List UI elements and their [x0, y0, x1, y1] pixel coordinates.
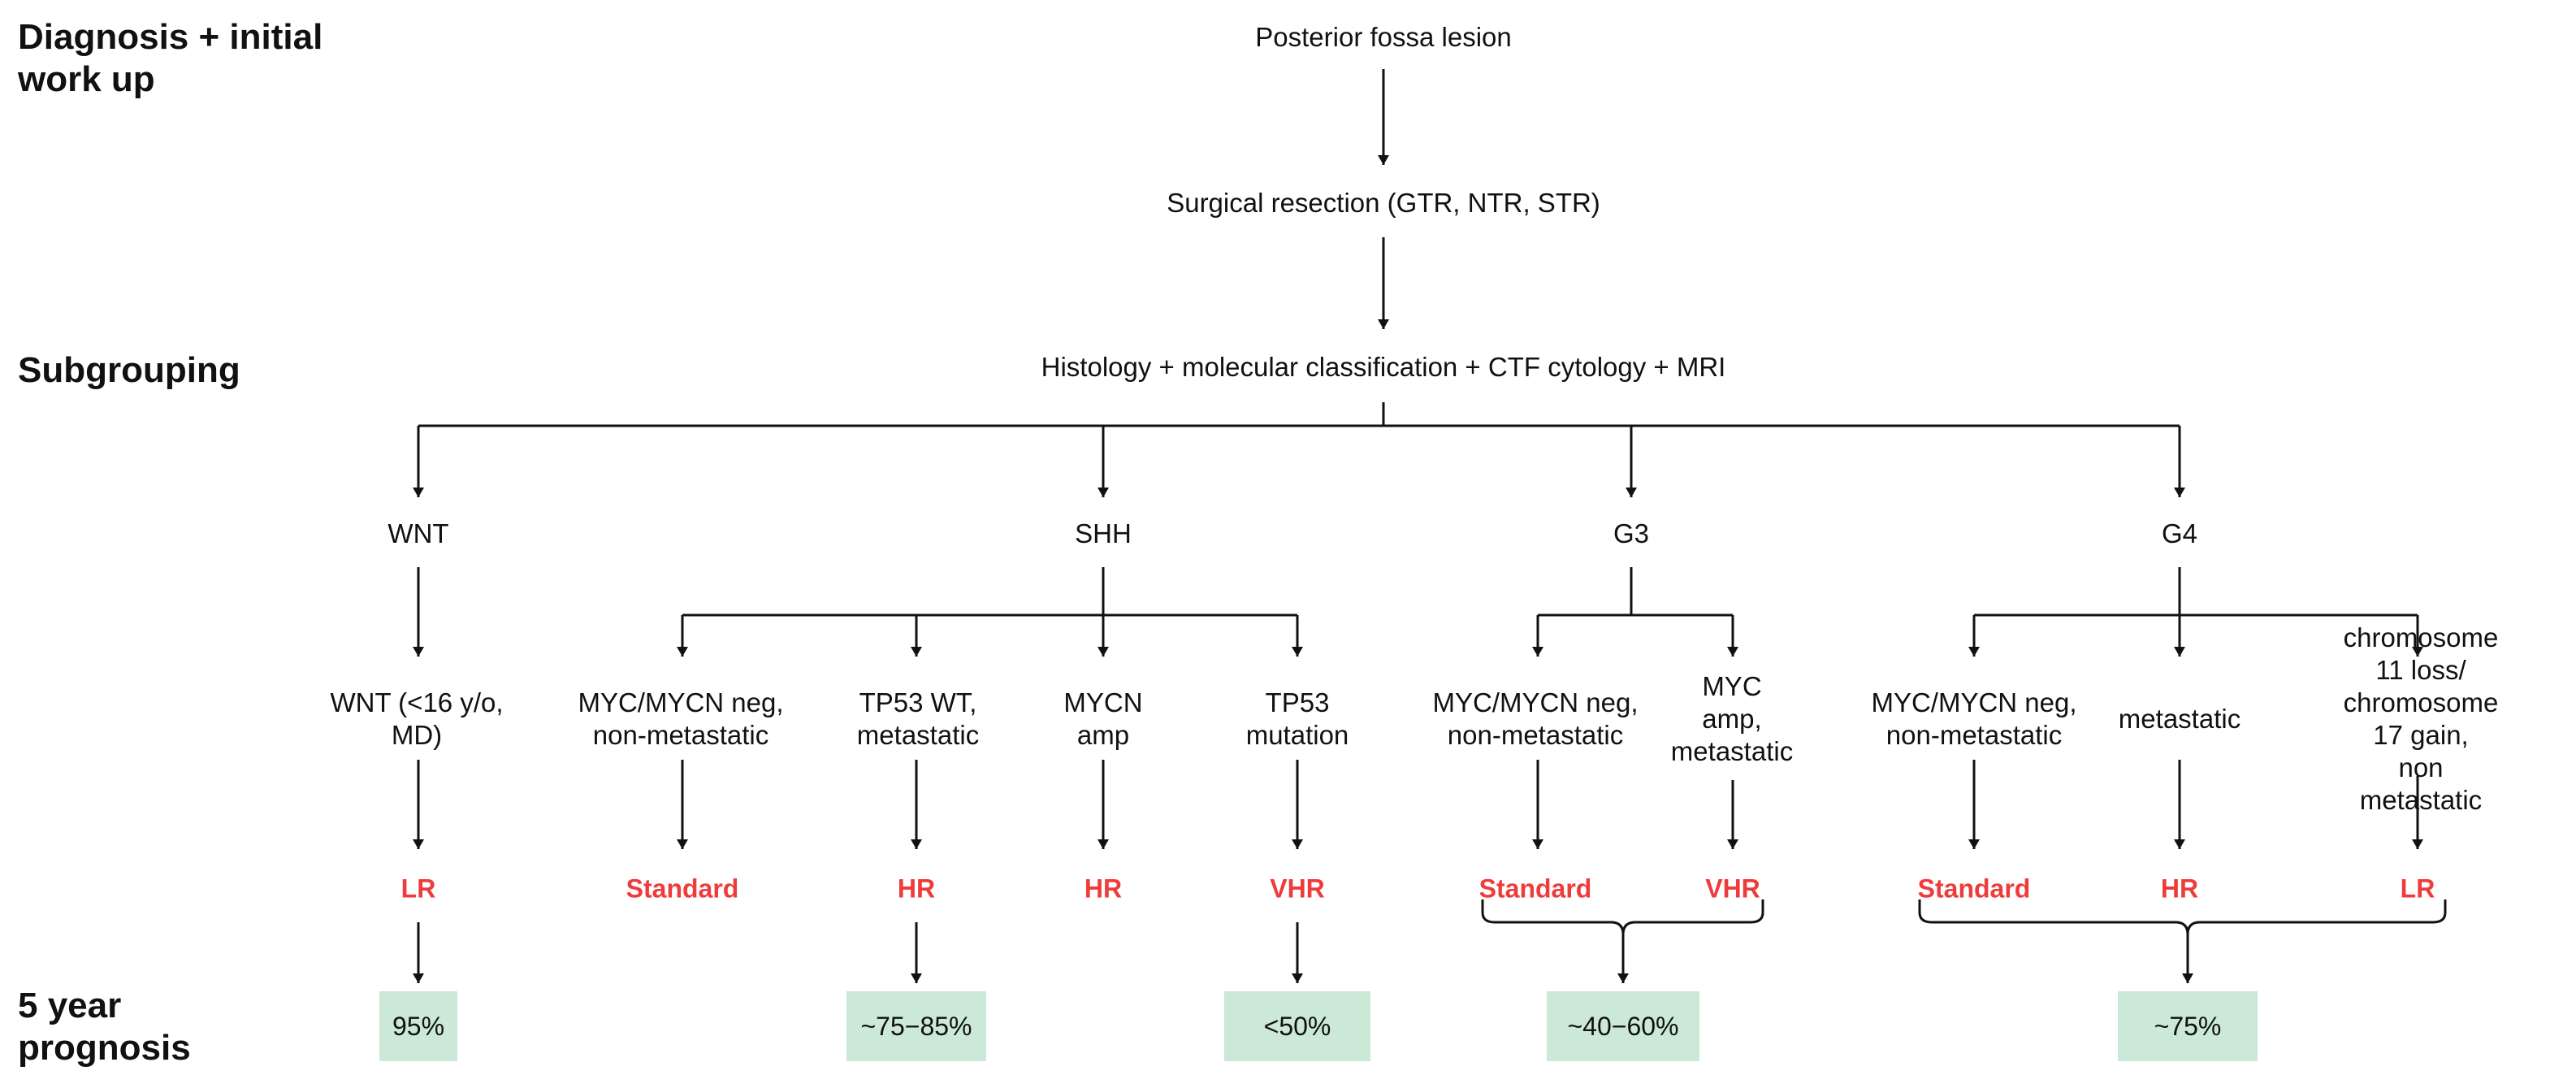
risk-label-shh-tp53mut: VHR	[1270, 873, 1325, 904]
node-criteria-g4-chr: chromosome 11 loss/ chromosome 17 gain, …	[2343, 622, 2499, 815]
node-group-wnt: WNT	[387, 518, 449, 548]
risk-label-wnt: LR	[400, 873, 436, 904]
node-criteria-shh-tp53mut: TP53 mutation	[1245, 687, 1349, 750]
node-criteria-g4-met: metastatic	[2118, 704, 2241, 734]
prognosis-box-wnt: 95%	[379, 991, 457, 1061]
risk-label-g3-neg: Standard	[1478, 873, 1592, 904]
brace-g4	[1918, 899, 2447, 935]
node-criteria-wnt: WNT (<16 y/o, MD)	[330, 687, 504, 750]
stage-label-diagnosis: Diagnosis + initial work up	[18, 17, 323, 99]
risk-label-g4-met: HR	[2160, 873, 2199, 904]
node-criteria-shh-neg: MYC/MYCN neg, non-metastatic	[578, 687, 784, 750]
prognosis-box-g3: ~40−60%	[1547, 991, 1699, 1061]
risk-label-shh-mycn: HR	[1084, 873, 1123, 904]
prognosis-box-shh-vhr: <50%	[1224, 991, 1370, 1061]
node-criteria-shh-tp53wt: TP53 WT, metastatic	[856, 687, 980, 750]
risk-label-g4-neg: Standard	[1917, 873, 2031, 904]
node-group-g3: G3	[1613, 518, 1650, 548]
risk-label-shh-tp53wt: HR	[897, 873, 936, 904]
prognosis-box-g4: ~75%	[2118, 991, 2258, 1061]
risk-label-g4-chr: LR	[2400, 873, 2435, 904]
node-group-shh: SHH	[1075, 518, 1132, 548]
node-group-g4: G4	[2161, 518, 2198, 548]
node-classification: Histology + molecular classification + C…	[1041, 352, 1726, 382]
node-criteria-g3-myc: MYC amp, metastatic	[1670, 671, 1794, 766]
risk-label-g3-myc: VHR	[1705, 873, 1760, 904]
node-surgical-resection: Surgical resection (GTR, NTR, STR)	[1167, 188, 1600, 218]
prognosis-box-shh-hr: ~75−85%	[846, 991, 986, 1061]
node-criteria-g4-neg: MYC/MYCN neg, non-metastatic	[1871, 687, 2077, 750]
risk-label-shh-neg: Standard	[626, 873, 739, 904]
node-criteria-g3-neg: MYC/MYCN neg, non-metastatic	[1432, 687, 1639, 750]
brace-g3	[1481, 899, 1764, 935]
node-criteria-shh-mycn: MYCN amp	[1063, 687, 1143, 750]
stage-label-subgrouping: Subgrouping	[18, 350, 240, 390]
stage-label-prognosis: 5 year prognosis	[18, 986, 191, 1068]
node-posterior-fossa-lesion: Posterior fossa lesion	[1255, 22, 1512, 52]
